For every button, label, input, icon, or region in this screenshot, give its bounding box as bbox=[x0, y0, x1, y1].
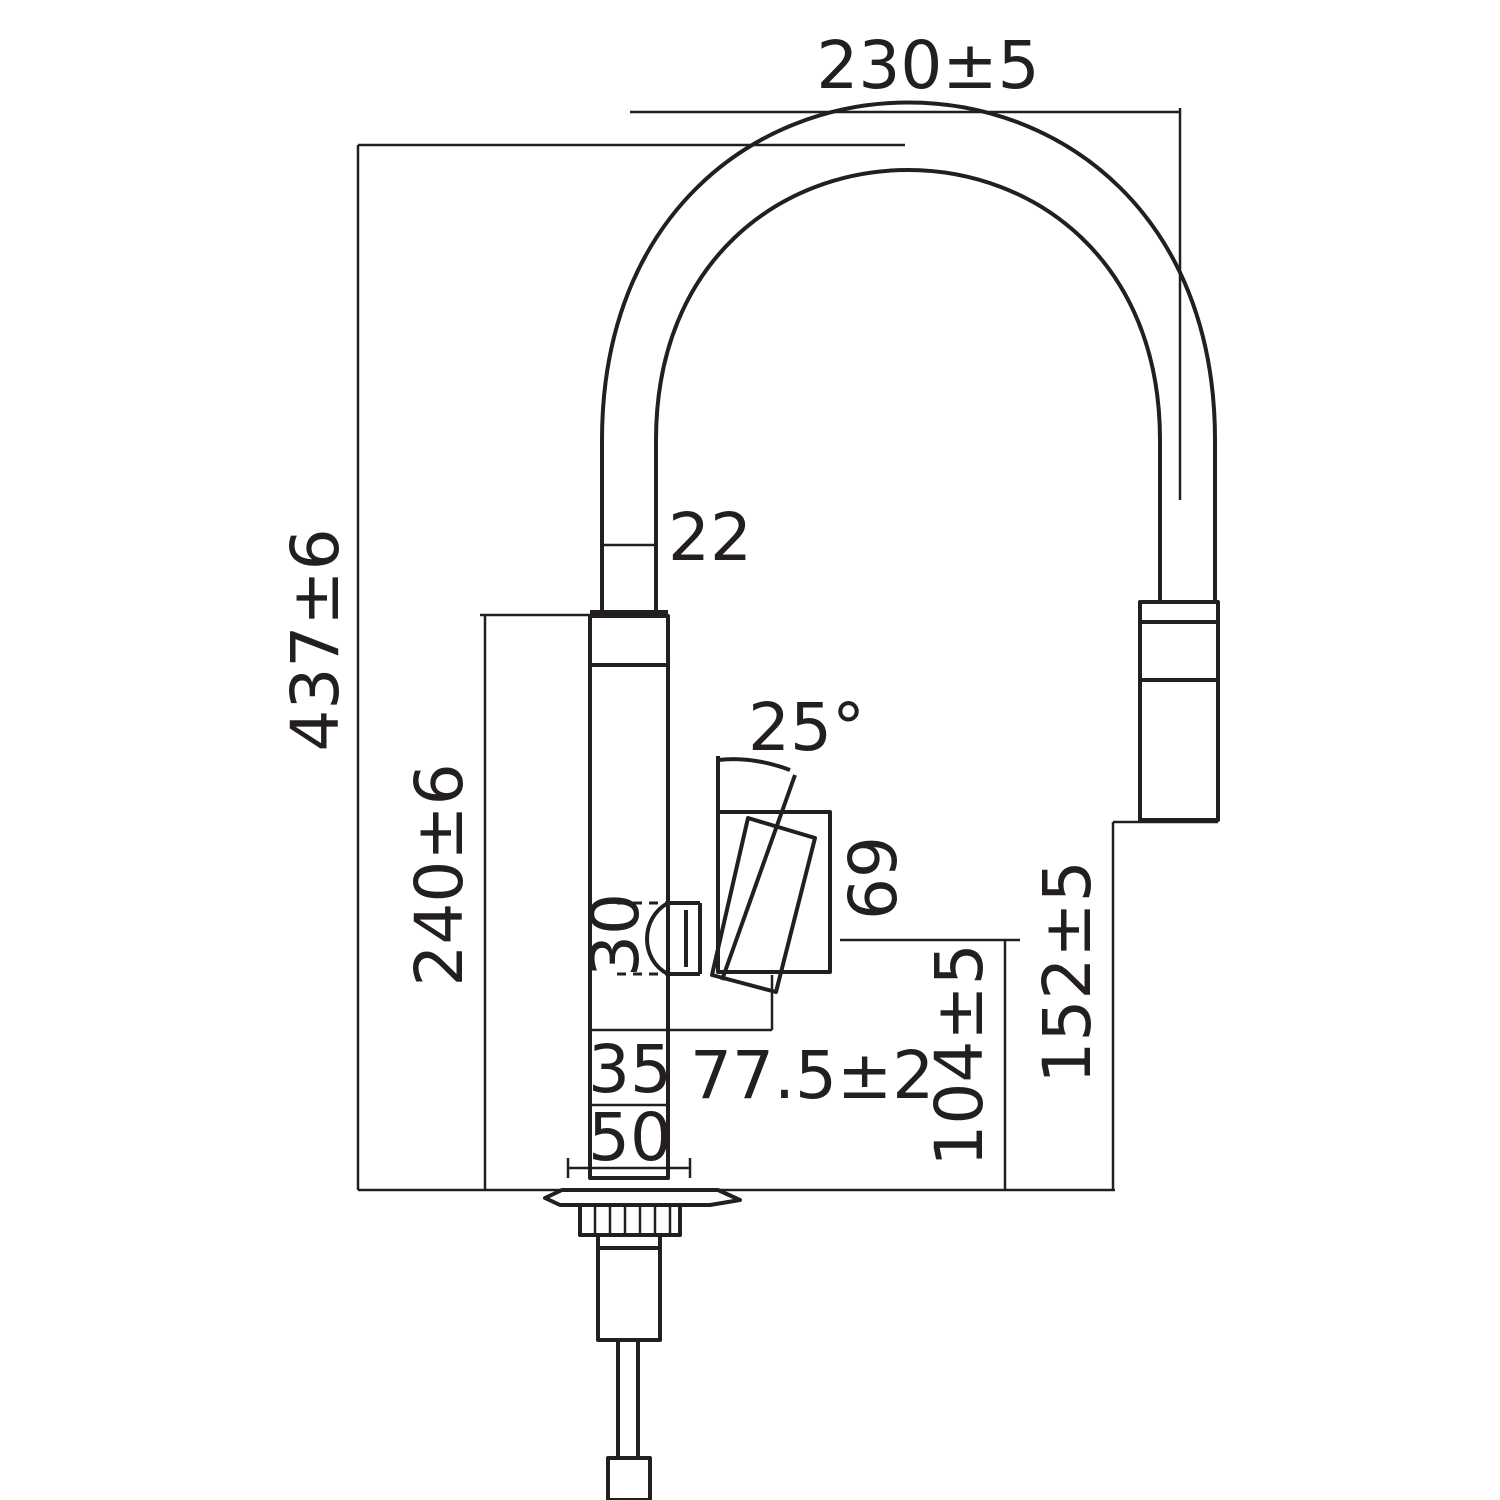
base-flange bbox=[543, 1188, 742, 1207]
handle-knob bbox=[645, 901, 700, 976]
handle-lever bbox=[710, 816, 817, 994]
label-overall-width: 230±5 bbox=[816, 27, 1039, 104]
spout-nozzle bbox=[1138, 600, 1220, 822]
label-handle-reach: 77.5±2 bbox=[690, 1037, 934, 1114]
spout-inner-arc bbox=[654, 168, 1162, 610]
label-handle-height: 69 bbox=[832, 836, 909, 920]
label-handle-axis-height: 104±5 bbox=[921, 943, 998, 1166]
label-handle-angle: 25° bbox=[748, 689, 865, 766]
label-base-width: 50 bbox=[588, 1099, 672, 1176]
label-spout-outlet-height: 152±5 bbox=[1029, 860, 1106, 1083]
dimension-lines bbox=[356, 108, 1218, 1192]
spout-outer-arc bbox=[600, 100, 1217, 610]
body-column bbox=[588, 614, 670, 1180]
faucet-outline bbox=[543, 100, 1220, 1500]
dimension-labels: 230±5 437±6 22 240±6 25° 69 30 35 77.5±2… bbox=[277, 27, 1106, 1176]
label-base-upper-width: 35 bbox=[588, 1031, 672, 1108]
mount-shank bbox=[596, 1233, 662, 1342]
label-spout-diameter: 22 bbox=[668, 499, 752, 576]
hose-fitting bbox=[606, 1456, 652, 1500]
label-body-height: 240±6 bbox=[401, 763, 478, 986]
label-overall-height: 437±6 bbox=[277, 528, 354, 751]
label-handle-knob: 30 bbox=[577, 893, 654, 977]
